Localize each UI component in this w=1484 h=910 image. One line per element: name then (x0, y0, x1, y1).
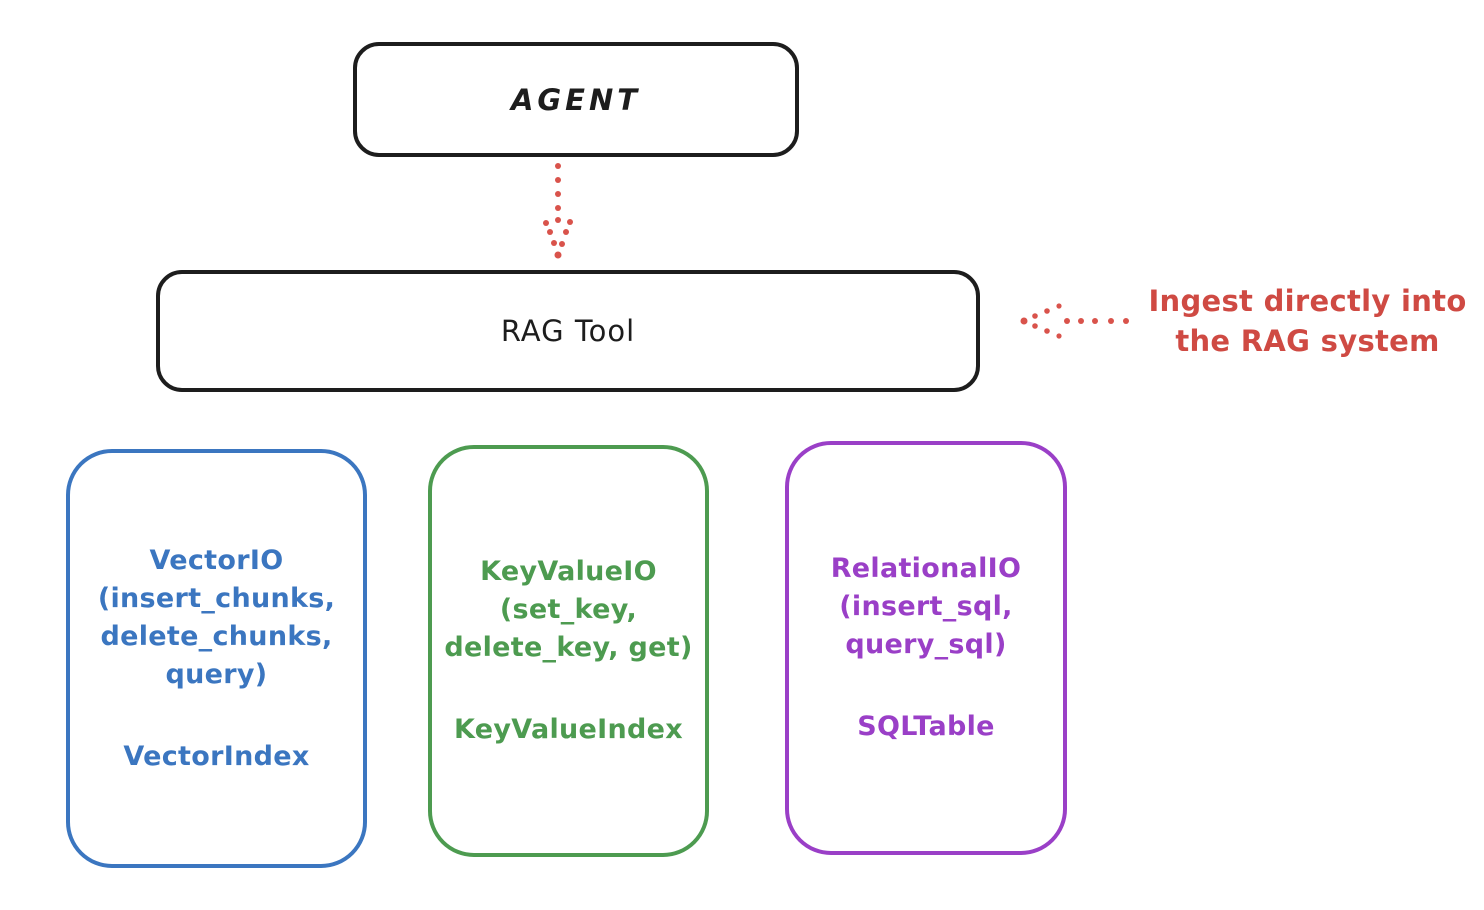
vector-io-box: VectorIO (insert_chunks, delete_chunks, … (66, 449, 367, 868)
rag-tool-node: RAG Tool (156, 270, 980, 392)
ingest-annotation-line1: Ingest directly into (1148, 284, 1467, 318)
ingest-annotation-line2: the RAG system (1175, 324, 1440, 358)
rag-tool-label: RAG Tool (500, 314, 636, 348)
down-arrow-icon (543, 163, 573, 259)
storage-box-line: KeyValueIO (480, 556, 657, 587)
agent-node: AGENT (353, 42, 799, 157)
storage-box-line: delete_key, get) (444, 632, 693, 663)
storage-box-line: (insert_chunks, (97, 582, 336, 614)
left-arrow-icon (1020, 303, 1129, 339)
keyvalue-index-label: KeyValueIndex (453, 714, 683, 745)
relational-io-box: RelationalIO (insert_sql, query_sql) SQL… (785, 441, 1067, 855)
storage-box-line: RelationalIO (830, 553, 1022, 584)
storage-box-line: VectorIO (149, 544, 284, 576)
storage-box-line: query) (165, 658, 268, 690)
storage-box-line: (insert_sql, (839, 591, 1013, 622)
sql-table-label: SQLTable (857, 711, 995, 742)
agent-label: AGENT (510, 82, 642, 117)
storage-box-line: delete_chunks, (100, 620, 333, 652)
storage-box-line: (set_key, (499, 594, 638, 625)
keyvalue-io-box: KeyValueIO (set_key, delete_key, get) Ke… (428, 445, 709, 857)
vector-index-label: VectorIndex (123, 740, 310, 772)
storage-box-line: query_sql) (845, 629, 1007, 660)
ingest-annotation: Ingest directly into the RAG system (1135, 281, 1480, 361)
